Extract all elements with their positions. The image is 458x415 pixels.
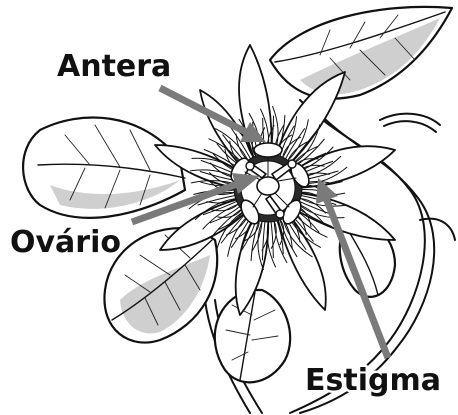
ovary	[257, 177, 279, 195]
leaf-bottom-center	[215, 290, 290, 382]
label-ovario: Ovário	[10, 225, 121, 260]
anther-top	[254, 143, 282, 157]
label-antera: Antera	[57, 49, 171, 84]
label-estigma: Estigma	[305, 363, 441, 398]
